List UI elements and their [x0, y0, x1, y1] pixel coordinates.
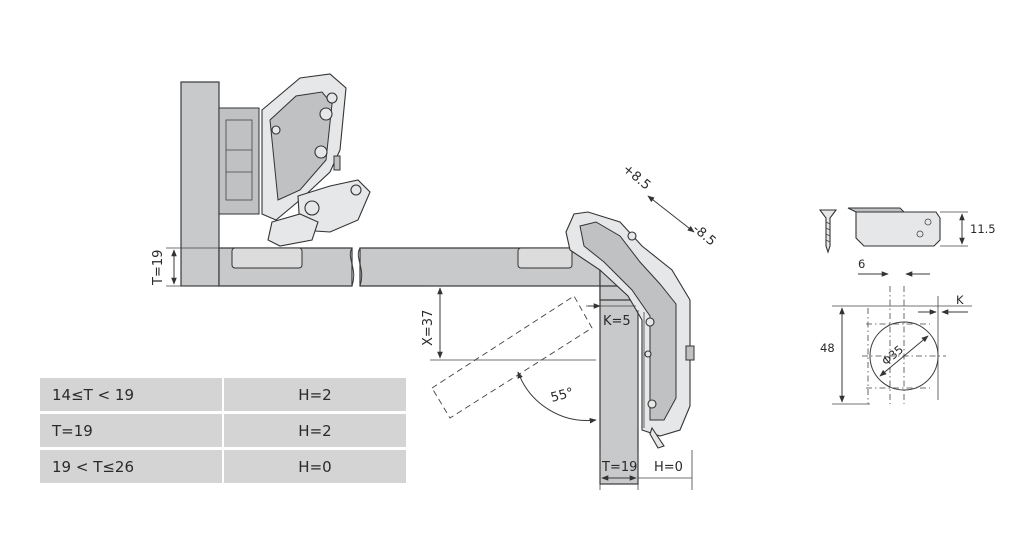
- t-left-dimension: [166, 247, 219, 287]
- k-dimension-label: K=5: [603, 314, 631, 329]
- x-dimension: [430, 285, 600, 361]
- drilling-diagram: [832, 271, 972, 405]
- thickness-condition-cell: 14≤T < 19: [40, 378, 224, 411]
- hinge-closed-icon: [218, 73, 371, 247]
- t-bottom-label: T=19: [601, 460, 637, 475]
- bottom-dimensions: [599, 450, 693, 490]
- overlay-value-cell: H=2: [224, 378, 406, 411]
- dim-6-label: 6: [858, 257, 865, 271]
- angle-label: 55°: [549, 385, 575, 405]
- t-left-label: T=19: [151, 250, 166, 286]
- screw-height-label: 11.5: [970, 222, 996, 236]
- angle-arc: [517, 371, 597, 424]
- overlay-value-cell: H=0: [224, 450, 406, 483]
- mounting-plate-icon: [847, 207, 941, 247]
- h-bottom-label: H=0: [654, 460, 683, 475]
- dim-diameter-label: Φ35: [879, 342, 906, 368]
- screw-icon: [818, 209, 838, 254]
- cabinet-side-panel: [180, 81, 220, 287]
- adjustment-arrow: [647, 195, 695, 233]
- thickness-condition-cell: 19 < T≤26: [40, 450, 224, 483]
- screw-height-dimension: [940, 211, 968, 247]
- dim-k-label: K: [956, 293, 964, 307]
- adjust-minus-label: -8.5: [689, 222, 718, 250]
- dim-48-label: 48: [820, 341, 835, 355]
- open-door-outline: [431, 295, 593, 419]
- adjust-plus-label: +8.5: [619, 162, 653, 194]
- hinge-cup-right: [517, 247, 573, 269]
- hinge-open-icon: [565, 211, 695, 449]
- overlay-value-cell: H=2: [224, 414, 406, 447]
- thickness-condition-cell: T=19: [40, 414, 224, 447]
- x-dimension-label: X=37: [421, 310, 436, 346]
- hinge-cup-left: [231, 247, 303, 269]
